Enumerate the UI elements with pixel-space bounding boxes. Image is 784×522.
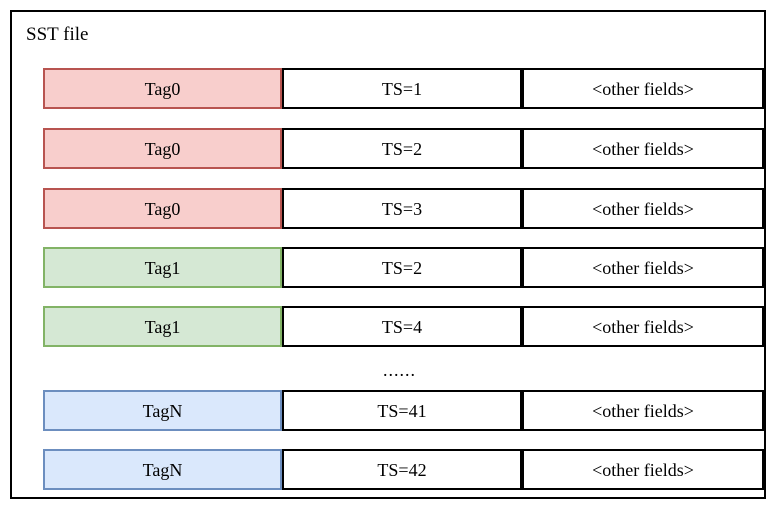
ellipsis-text: ...... — [383, 360, 416, 380]
other-fields-cell: <other fields> — [522, 390, 764, 431]
sst-file-label: SST file — [26, 24, 89, 45]
tag-cell: Tag0 — [43, 188, 282, 229]
record-row: TagN TS=42 <other fields> — [43, 449, 764, 490]
record-row: Tag1 TS=2 <other fields> — [43, 247, 764, 288]
tag-cell: TagN — [43, 390, 282, 431]
timestamp-cell: TS=42 — [282, 449, 522, 490]
record-row: Tag0 TS=2 <other fields> — [43, 128, 764, 169]
other-fields-cell: <other fields> — [522, 449, 764, 490]
record-row: Tag1 TS=4 <other fields> — [43, 306, 764, 347]
other-fields-cell: <other fields> — [522, 306, 764, 347]
tag-cell: Tag0 — [43, 128, 282, 169]
record-row: Tag0 TS=1 <other fields> — [43, 68, 764, 109]
timestamp-cell: TS=41 — [282, 390, 522, 431]
tag-cell: Tag0 — [43, 68, 282, 109]
tag-cell: Tag1 — [43, 306, 282, 347]
other-fields-cell: <other fields> — [522, 188, 764, 229]
other-fields-cell: <other fields> — [522, 68, 764, 109]
other-fields-cell: <other fields> — [522, 247, 764, 288]
sst-file-container: SST file Tag0 TS=1 <other fields> Tag0 T… — [10, 10, 766, 499]
timestamp-cell: TS=3 — [282, 188, 522, 229]
timestamp-cell: TS=4 — [282, 306, 522, 347]
timestamp-cell: TS=2 — [282, 247, 522, 288]
ellipsis-indicator: ...... — [43, 359, 764, 381]
tag-cell: TagN — [43, 449, 282, 490]
timestamp-cell: TS=2 — [282, 128, 522, 169]
tag-cell: Tag1 — [43, 247, 282, 288]
timestamp-cell: TS=1 — [282, 68, 522, 109]
record-row: Tag0 TS=3 <other fields> — [43, 188, 764, 229]
other-fields-cell: <other fields> — [522, 128, 764, 169]
record-row: TagN TS=41 <other fields> — [43, 390, 764, 431]
